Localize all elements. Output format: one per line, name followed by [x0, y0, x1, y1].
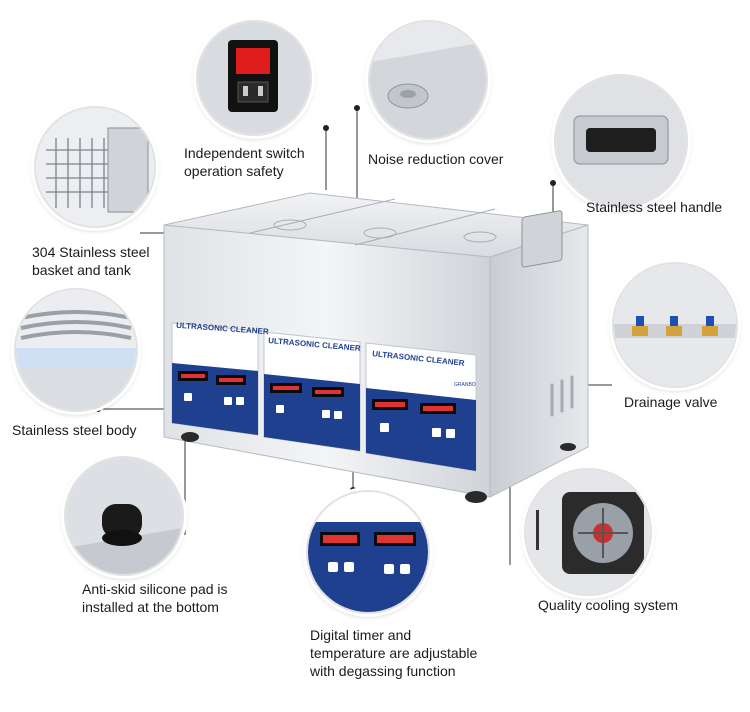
switch-detail-circle — [196, 20, 312, 136]
ultrasonic-cleaner-device — [163, 192, 589, 503]
callout-handle: Stainless steel handle — [586, 199, 723, 215]
handle-detail-circle — [554, 74, 688, 208]
callout-cooling: Quality cooling system — [538, 597, 679, 613]
callout-basket: 304 Stainless steel basket and tank — [32, 244, 150, 278]
cooling-detail-circle — [524, 468, 652, 596]
callout-switch: Independent switch operation safety — [184, 145, 305, 179]
body-detail-circle — [14, 288, 138, 412]
callout-body: Stainless steel body — [12, 422, 137, 438]
callout-pad: Anti-skid silicone pad is installed at t… — [82, 581, 228, 615]
timer-detail-circle — [306, 490, 430, 614]
pad-detail-circle — [64, 456, 184, 576]
cover-detail-circle — [368, 20, 488, 140]
callout-drainage: Drainage valve — [624, 394, 718, 410]
basket-detail-circle — [34, 106, 156, 228]
callout-cover: Noise reduction cover — [368, 151, 504, 167]
brand-logo-text: GRANBO — [454, 382, 476, 388]
drainage-detail-circle — [612, 262, 738, 388]
callout-timer: Digital timer and temperature are adjust… — [310, 627, 478, 679]
